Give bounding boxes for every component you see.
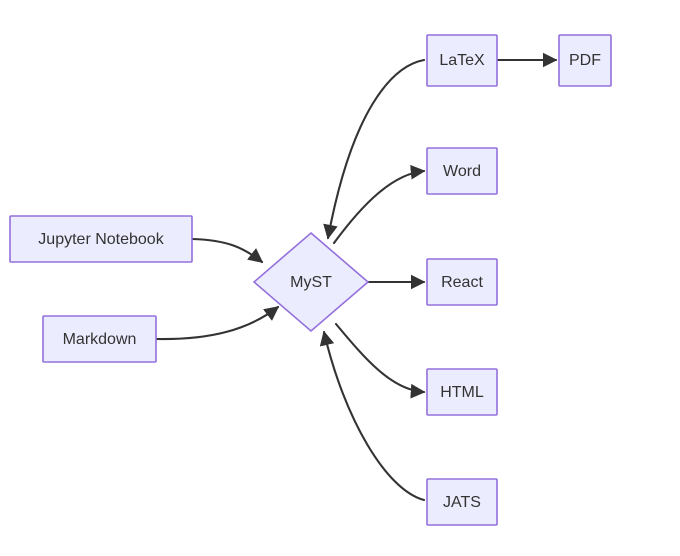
node-html[interactable]: HTML bbox=[426, 368, 498, 416]
node-jats[interactable]: JATS bbox=[426, 478, 498, 526]
node-layer: Jupyter Notebook Markdown MyST LaTeX PDF bbox=[9, 34, 612, 526]
node-myst-shape[interactable] bbox=[252, 231, 370, 333]
node-react[interactable]: React bbox=[426, 258, 498, 306]
edge-myst-to-word bbox=[332, 164, 426, 245]
edge-latex-to-myst bbox=[323, 58, 426, 240]
edge-jupyter-to-myst bbox=[190, 237, 264, 264]
node-word[interactable]: Word bbox=[426, 147, 498, 195]
node-myst[interactable]: MyST bbox=[252, 231, 370, 333]
node-latex[interactable]: LaTeX bbox=[426, 34, 498, 87]
node-word-shape[interactable] bbox=[426, 147, 498, 195]
node-pdf[interactable]: PDF bbox=[558, 34, 612, 87]
edge-markdown-to-myst bbox=[154, 305, 280, 341]
node-react-shape[interactable] bbox=[426, 258, 498, 306]
edge-layer bbox=[154, 52, 558, 502]
node-markdown[interactable]: Markdown bbox=[42, 315, 157, 363]
node-jats-shape[interactable] bbox=[426, 478, 498, 526]
edge-jats-to-myst bbox=[319, 330, 426, 502]
node-markdown-shape[interactable] bbox=[42, 315, 157, 363]
node-pdf-shape[interactable] bbox=[558, 34, 612, 87]
node-jupyter-notebook[interactable]: Jupyter Notebook bbox=[9, 215, 193, 263]
node-html-shape[interactable] bbox=[426, 368, 498, 416]
node-latex-shape[interactable] bbox=[426, 34, 498, 87]
node-jupyter-notebook-shape[interactable] bbox=[9, 215, 193, 263]
edge-myst-to-html bbox=[334, 322, 426, 399]
